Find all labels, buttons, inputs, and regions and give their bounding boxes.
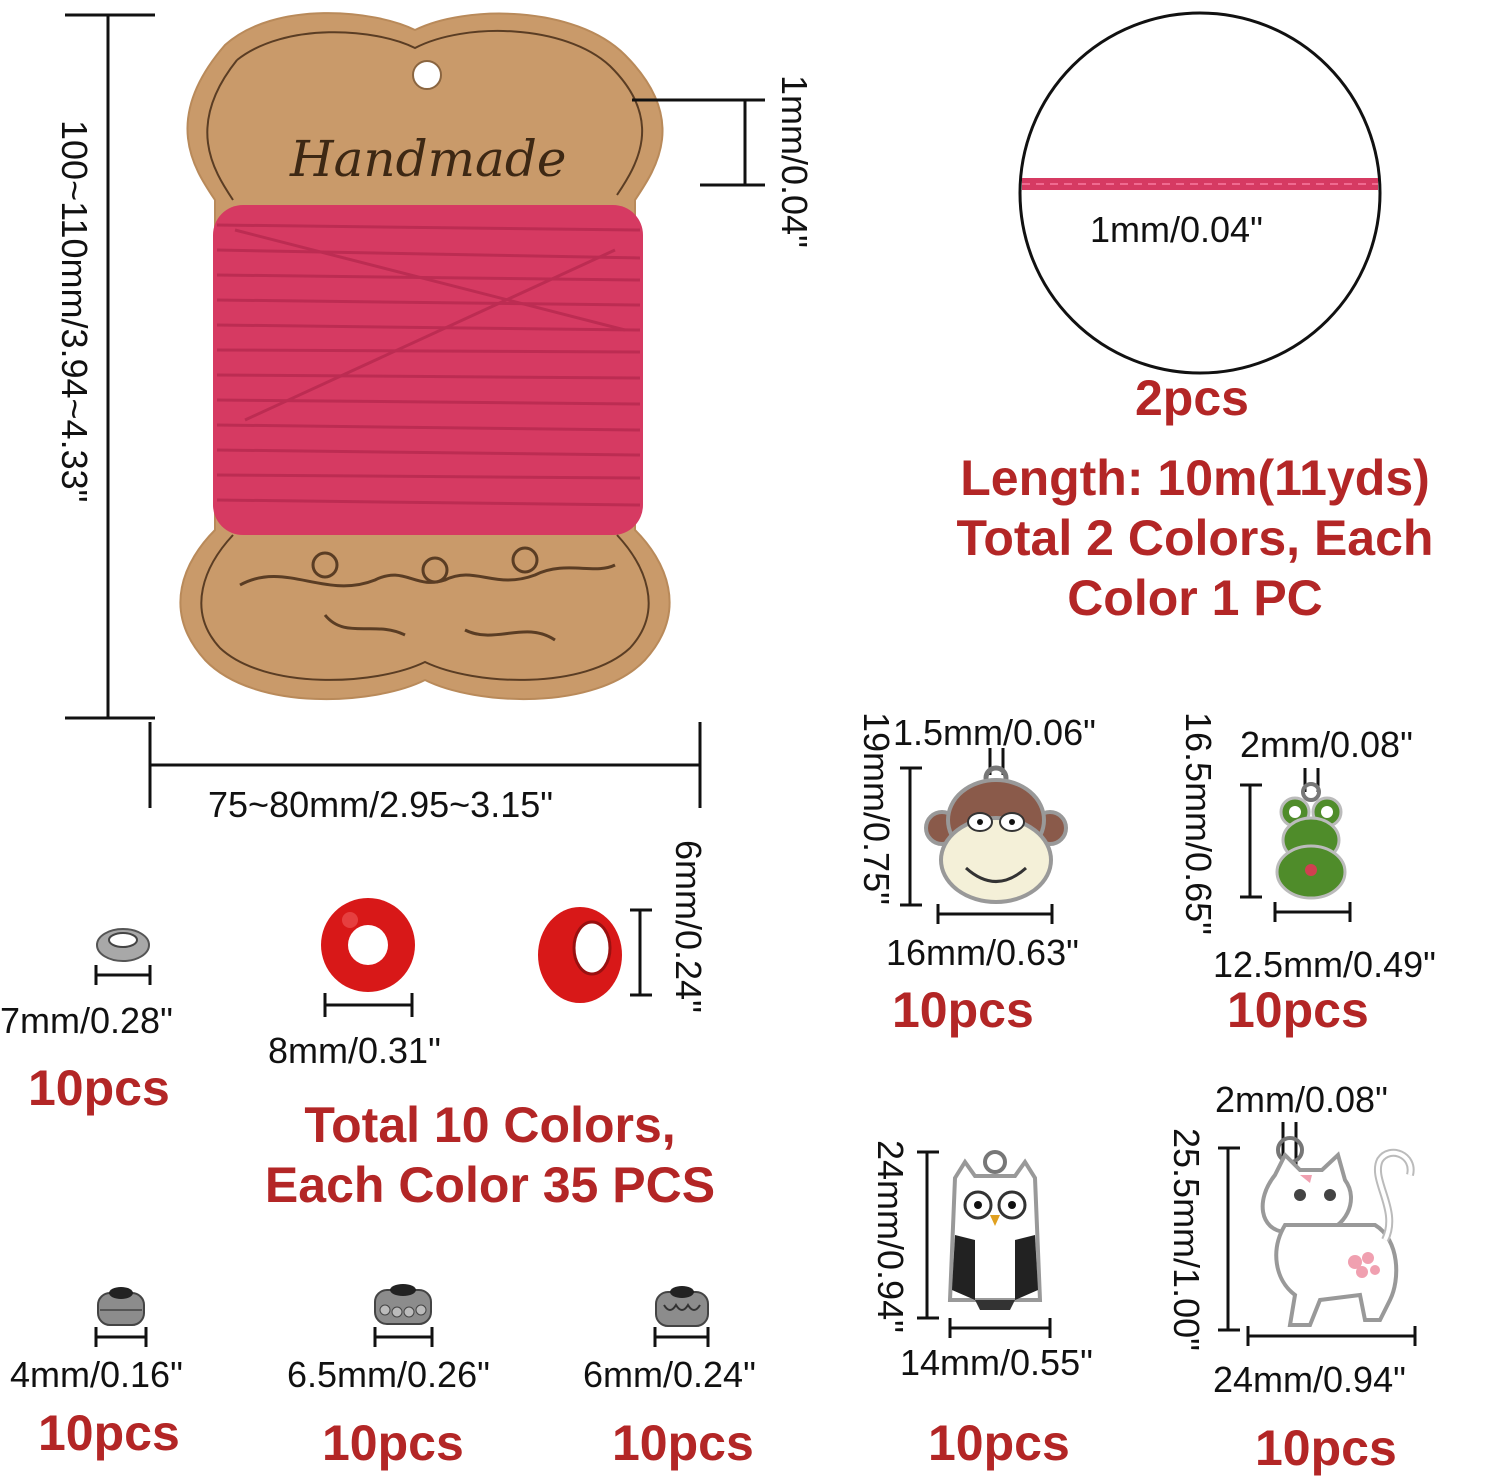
red-bead-front — [321, 898, 415, 992]
spacer-b — [374, 1284, 432, 1325]
frog-height-label: 16.5mm/0.65" — [1178, 712, 1219, 935]
spacer-a-label: 4mm/0.16" — [10, 1354, 183, 1395]
cord-qty: 2pcs — [1135, 370, 1249, 426]
cat-hole-label: 2mm/0.08" — [1215, 1079, 1388, 1120]
monkey-charm — [924, 765, 1068, 904]
monkey-width-label: 16mm/0.63" — [886, 932, 1079, 973]
cord-info-line-1: Length: 10m(11yds) — [960, 450, 1430, 506]
monkey-height-label: 19mm/0.75" — [856, 712, 897, 905]
cord-zoom-circle — [1018, 11, 1382, 375]
cat-qty: 10pcs — [1255, 1420, 1397, 1476]
frog-width-label: 12.5mm/0.49" — [1213, 944, 1436, 985]
frog-charm — [1275, 782, 1347, 900]
beads-info-line-1: Total 10 Colors, — [304, 1097, 676, 1153]
thread-thickness-label: 1mm/0.04" — [774, 75, 815, 248]
cord-info-line-2: Total 2 Colors, Each — [956, 510, 1434, 566]
cat-width-label: 24mm/0.94" — [1213, 1359, 1406, 1400]
beads-info-line-2: Each Color 35 PCS — [264, 1157, 716, 1213]
card-height-label: 100~110mm/3.94~4.33" — [54, 120, 95, 503]
spacer-small-label: 7mm/0.28" — [0, 1000, 173, 1041]
cord-info-line-3: Color 1 PC — [1067, 570, 1323, 626]
spacer-b-label: 6.5mm/0.26" — [287, 1354, 490, 1395]
spacer-small — [96, 928, 150, 962]
owl-charm — [947, 1150, 1043, 1310]
owl-qty: 10pcs — [928, 1415, 1070, 1471]
spacer-small-qty: 10pcs — [28, 1060, 170, 1116]
cat-height-label: 25.5mm/1.00" — [1166, 1128, 1207, 1351]
cord-info: Length: 10m(11yds) Total 2 Colors, Each … — [890, 448, 1500, 628]
red-bead-width-label: 8mm/0.31" — [268, 1030, 441, 1071]
spacer-c-label: 6mm/0.24" — [583, 1354, 756, 1395]
spacer-b-qty: 10pcs — [322, 1415, 464, 1471]
spacer-c-qty: 10pcs — [612, 1415, 754, 1471]
red-bead-height-label: 6mm/0.24" — [668, 840, 709, 1013]
spacer-a-qty: 10pcs — [38, 1405, 180, 1461]
frog-hole-label: 2mm/0.08" — [1240, 724, 1413, 765]
beads-info: Total 10 Colors, Each Color 35 PCS — [195, 1095, 785, 1215]
spacer-c — [655, 1286, 709, 1327]
monkey-qty: 10pcs — [892, 982, 1034, 1038]
cat-charm — [1260, 1136, 1415, 1327]
cord-zoom-label: 1mm/0.04" — [1090, 209, 1263, 250]
card-width-label: 75~80mm/2.95~3.15" — [208, 784, 554, 825]
red-bead-side — [538, 907, 622, 1003]
card-brand-text: Handmade — [290, 130, 567, 188]
hang-hole — [412, 60, 442, 90]
owl-width-label: 14mm/0.55" — [900, 1342, 1093, 1383]
spacer-a — [97, 1287, 145, 1326]
kraft-card-illustration — [179, 12, 671, 701]
frog-qty: 10pcs — [1227, 982, 1369, 1038]
monkey-hole-label: 1.5mm/0.06" — [893, 712, 1096, 753]
owl-height-label: 24mm/0.94" — [870, 1140, 911, 1333]
